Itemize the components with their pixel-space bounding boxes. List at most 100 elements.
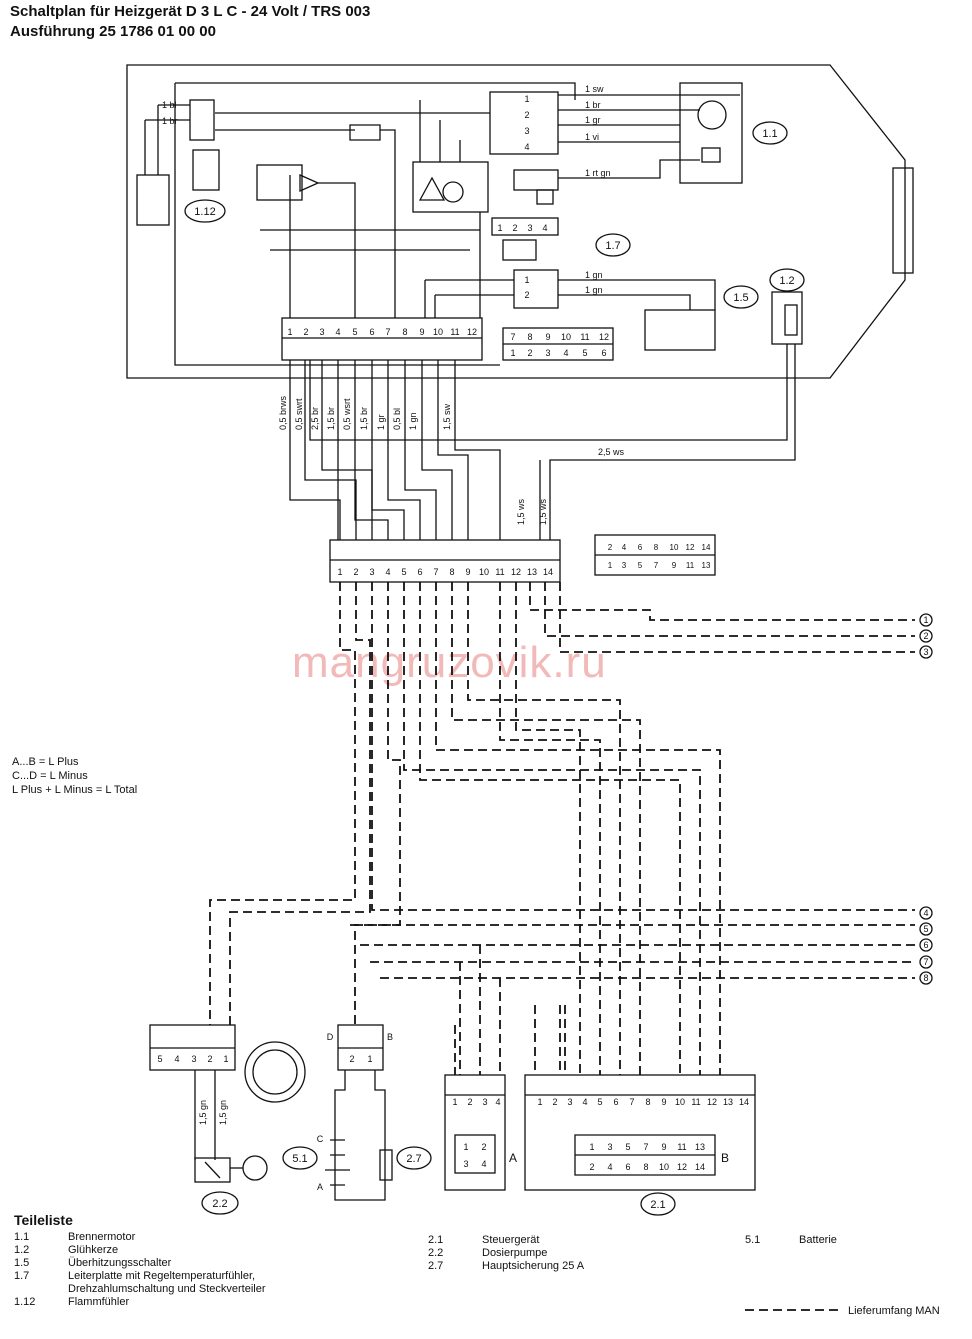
- plug-b-face-top-1: 1: [589, 1142, 594, 1152]
- rplug-top-5: 10: [670, 543, 679, 552]
- plug-b-pin-4: 4: [582, 1097, 587, 1107]
- part-num: 1.7: [14, 1270, 30, 1282]
- plug-b-pin-7: 7: [629, 1097, 634, 1107]
- part-desc: Drehzahlumschaltung und Steckverteiler: [68, 1283, 266, 1295]
- pin-12-10: 10: [433, 327, 443, 337]
- rplug-bot-3: 5: [638, 561, 643, 570]
- wire-label-v4: 1,5 br: [326, 407, 336, 430]
- pin-12-7: 7: [385, 327, 390, 337]
- pin-14-11: 11: [495, 567, 504, 577]
- wire-label-15gn-b: 1,5 gn: [218, 1100, 228, 1125]
- relay-pin-1: 1: [524, 94, 529, 104]
- small-plug-top-2: 8: [527, 332, 532, 342]
- c22-pin-2: 2: [207, 1054, 212, 1064]
- part-desc: Leiterplatte mit Regeltemperaturfühler,: [68, 1270, 256, 1282]
- wire-label-v7: 1 gr: [376, 414, 386, 430]
- plug-b-pin-1: 1: [537, 1097, 542, 1107]
- wire-label-v8: 0,5 bl: [392, 408, 402, 430]
- label-1-1: 1.1: [762, 128, 777, 140]
- wire-label-v10: 1,5 sw: [442, 403, 452, 430]
- plug-a-face-4: 4: [481, 1159, 486, 1169]
- plug-b-face-top-7: 13: [695, 1142, 705, 1152]
- label-1-7: 1.7: [605, 240, 620, 252]
- wire-label-15gn-a: 1,5 gn: [198, 1100, 208, 1125]
- part-desc: Flammfühler: [68, 1296, 130, 1308]
- rplug-top-1: 2: [608, 543, 613, 552]
- wire-label-1br-left: 1 br: [162, 116, 178, 126]
- plug-b-face-top-4: 7: [643, 1142, 648, 1152]
- plug-b-pin-12: 12: [707, 1097, 717, 1107]
- terminal-5: 5: [923, 924, 928, 934]
- plug-b-face-top-3: 5: [625, 1142, 630, 1152]
- plug-b-face-bot-2: 4: [607, 1162, 612, 1172]
- c22-pin-4: 4: [174, 1054, 179, 1064]
- part-desc: Glühkerze: [68, 1244, 119, 1256]
- small-plug-bot-3: 3: [545, 348, 550, 358]
- plug-b-face-top-5: 9: [661, 1142, 666, 1152]
- c22-pin-3: 3: [191, 1054, 196, 1064]
- wire-label-25ws: 2,5 ws: [598, 447, 625, 457]
- plug-a-pin-4: 4: [495, 1097, 500, 1107]
- wire-label-1rtgn: 1 rt gn: [585, 168, 611, 178]
- glow-pin-1: 1: [524, 275, 529, 285]
- relay-pin-3: 3: [524, 126, 529, 136]
- part-num: 2.1: [428, 1234, 444, 1246]
- small-plug-top-4: 10: [561, 332, 571, 342]
- terminal-3: 3: [923, 647, 928, 657]
- rplug-top-3: 6: [638, 543, 643, 552]
- rplug-top-6: 12: [686, 543, 695, 552]
- pin-14-5: 5: [401, 567, 406, 577]
- label-2-2: 2.2: [212, 1198, 227, 1210]
- part-num: 1.5: [14, 1257, 30, 1269]
- wire-label-v3: 2,5 br: [310, 407, 320, 430]
- part-desc: Hauptsicherung 25 A: [482, 1260, 585, 1272]
- small-plug-bot-1: 1: [510, 348, 515, 358]
- pin-14-6: 6: [417, 567, 422, 577]
- plug-b-face-bot-7: 14: [695, 1162, 705, 1172]
- wire-label-1vi: 1 vi: [585, 132, 599, 142]
- rplug-bot-1: 1: [608, 561, 613, 570]
- pin-12-9: 9: [419, 327, 424, 337]
- wire-label-1br: 1 br: [585, 100, 601, 110]
- pin-12-12: 12: [467, 327, 477, 337]
- c27-letter-b: B: [387, 1032, 393, 1042]
- plug-b-pin-11: 11: [691, 1097, 700, 1107]
- plug-b-face-bot-5: 10: [659, 1162, 669, 1172]
- terminal-1: 1: [923, 615, 928, 625]
- small-plug-top-3: 9: [545, 332, 550, 342]
- part-num: 1.12: [14, 1296, 36, 1308]
- wire-label-1bl: 1 bl: [162, 100, 177, 110]
- plug-b-face-bot-6: 12: [677, 1162, 687, 1172]
- rplug-bot-4: 7: [654, 561, 659, 570]
- terminal-6: 6: [923, 940, 928, 950]
- plug-b-pin-3: 3: [567, 1097, 572, 1107]
- part-num: 1.2: [14, 1244, 30, 1256]
- small-plug-top-6: 12: [599, 332, 609, 342]
- rplug-top-2: 4: [622, 543, 627, 552]
- heater-housing: [126, 64, 906, 379]
- plug-b-pin-9: 9: [661, 1097, 666, 1107]
- part-num: 5.1: [745, 1234, 761, 1246]
- rplug-top-7: 14: [702, 543, 711, 552]
- plug-b-face-bot-1: 2: [589, 1162, 594, 1172]
- pin-12-3: 3: [319, 327, 324, 337]
- wire-label-1sw: 1 sw: [585, 84, 604, 94]
- part-desc: Brennermotor: [68, 1231, 136, 1243]
- title-line-1: Schaltplan für Heizgerät D 3 L C - 24 Vo…: [10, 3, 371, 20]
- rplug-bot-2: 3: [622, 561, 627, 570]
- glow-pin-2: 2: [524, 290, 529, 300]
- scope-note: Lieferumfang MAN: [848, 1305, 940, 1317]
- wire-label-v9: 1 gn: [408, 412, 418, 430]
- plug-b-face-bot-4: 8: [643, 1162, 648, 1172]
- pin-14-3: 3: [369, 567, 374, 577]
- plug-a-pin-3: 3: [482, 1097, 487, 1107]
- small-plug-bot-2: 2: [527, 348, 532, 358]
- board-pin-2: 2: [512, 223, 517, 233]
- rplug-bot-7: 13: [702, 561, 711, 570]
- label-1-2: 1.2: [779, 275, 794, 287]
- wire-label-15ws-a: 1,5 ws: [516, 498, 526, 525]
- pin-14-14: 14: [543, 567, 553, 577]
- plug-a-pin-2: 2: [467, 1097, 472, 1107]
- plug-b-letter: B: [721, 1151, 729, 1165]
